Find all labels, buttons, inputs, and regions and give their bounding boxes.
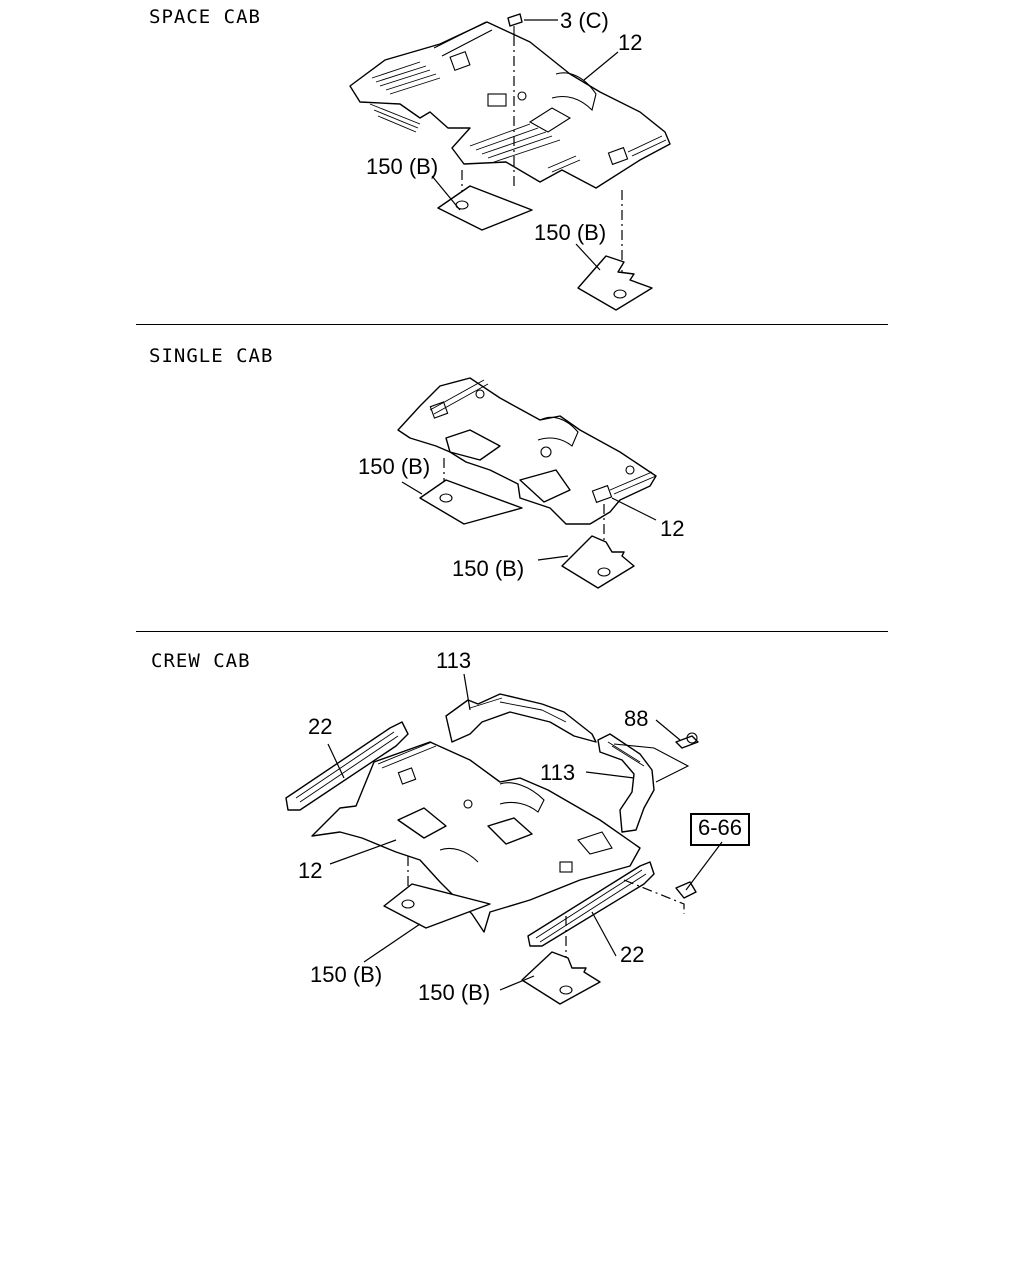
leader-line xyxy=(575,243,601,271)
single-cab-floor-insulator[interactable] xyxy=(397,377,657,525)
crew-cab-left-sill-rail[interactable] xyxy=(285,721,409,811)
leader-line xyxy=(327,743,345,779)
space-cab-pad-right[interactable] xyxy=(577,255,653,311)
leader-line xyxy=(655,719,681,741)
leader-line xyxy=(611,497,657,521)
section-title-space-cab: SPACE CAB xyxy=(149,6,261,28)
leader-line xyxy=(363,923,421,963)
callout-22: 22 xyxy=(308,714,332,739)
callout-150b: 150 (B) xyxy=(534,220,606,245)
callout-88: 88 xyxy=(624,706,648,731)
callout-12: 12 xyxy=(298,858,322,883)
callout-3c: 3 (C) xyxy=(560,8,609,33)
leader-line xyxy=(583,51,619,81)
callout-22: 22 xyxy=(620,942,644,967)
space-cab-floor-insulator[interactable] xyxy=(349,21,671,189)
crew-cab-right-sill-rail[interactable] xyxy=(527,861,655,947)
crew-cab-bracket-113-upper[interactable] xyxy=(445,693,597,743)
assembly-line xyxy=(623,879,685,914)
leader-line xyxy=(329,839,397,865)
leader-line xyxy=(591,911,617,957)
bolt-icon[interactable] xyxy=(675,732,699,749)
leader-line xyxy=(401,481,423,495)
leader-line xyxy=(463,673,471,711)
callout-150b: 150 (B) xyxy=(366,154,438,179)
leader-line xyxy=(537,555,569,561)
callout-150b: 150 (B) xyxy=(310,962,382,987)
single-cab-pad-right[interactable] xyxy=(561,535,635,589)
bolt-icon[interactable] xyxy=(507,13,523,36)
callout-150b: 150 (B) xyxy=(418,980,490,1005)
section-divider xyxy=(136,631,888,632)
leader-line xyxy=(685,841,723,891)
crew-cab-pad-left[interactable] xyxy=(383,883,491,929)
callout-150b: 150 (B) xyxy=(452,556,524,581)
leader-line xyxy=(431,175,461,211)
crew-cab-bracket-113-lower[interactable] xyxy=(597,733,690,833)
section-title-crew-cab: CREW CAB xyxy=(151,650,251,672)
leader-line xyxy=(585,771,635,779)
callout-113: 113 xyxy=(436,648,471,673)
crew-cab-floor-insulator[interactable] xyxy=(311,741,641,933)
callout-113: 113 xyxy=(540,760,575,785)
callout-150b: 150 (B) xyxy=(358,454,430,479)
callout-12: 12 xyxy=(618,30,642,55)
leader-line xyxy=(499,975,535,991)
single-cab-pad-left[interactable] xyxy=(419,479,523,525)
reference-box-label: 6-66 xyxy=(698,815,743,840)
section-divider xyxy=(136,324,888,325)
callout-12: 12 xyxy=(660,516,684,541)
crew-cab-pad-right[interactable] xyxy=(521,951,601,1005)
section-title-single-cab: SINGLE CAB xyxy=(149,345,274,367)
space-cab-pad-left[interactable] xyxy=(437,185,533,231)
